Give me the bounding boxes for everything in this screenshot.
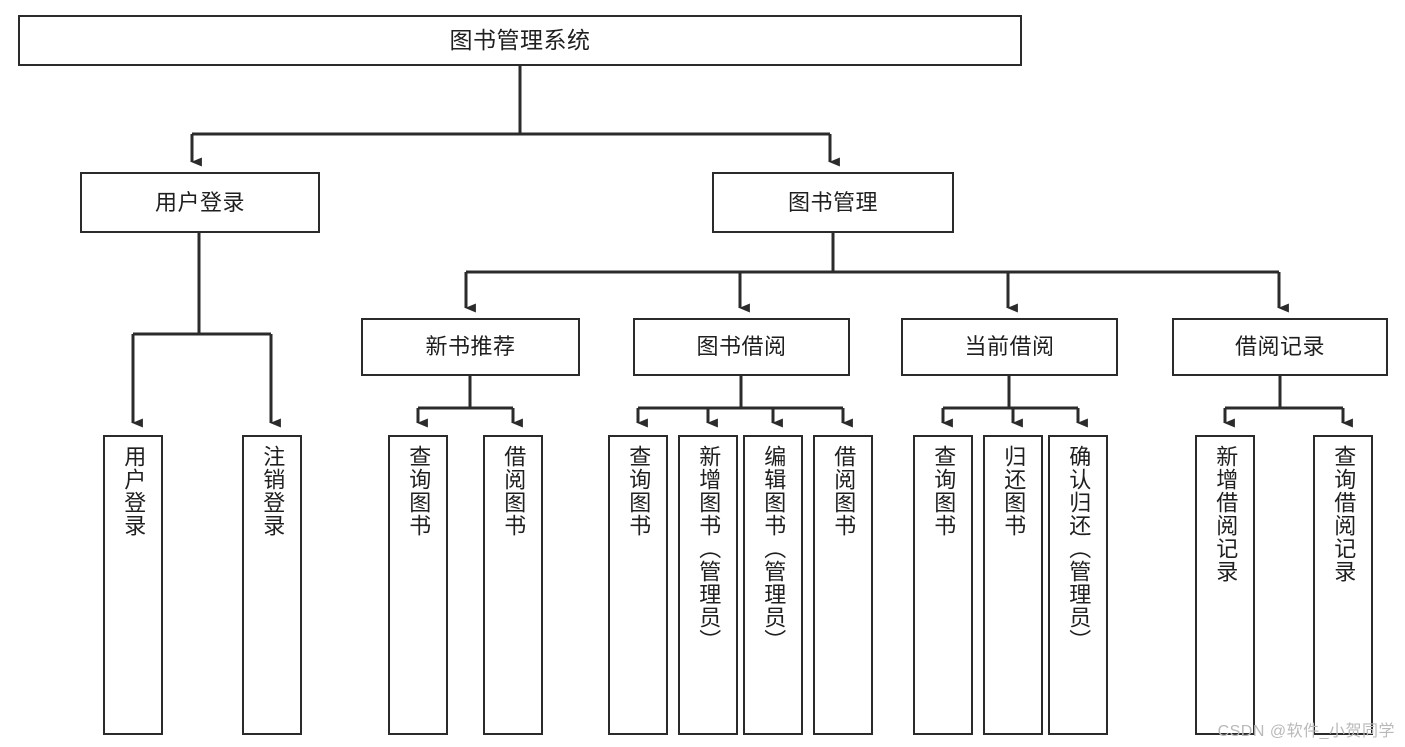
node-leaf-edit-book[interactable]: 编辑图书（管理员） [743, 435, 803, 735]
node-book-management-label: 图书管理 [787, 189, 878, 215]
node-leaf-add-book-label: 新增图书（管理员） [696, 445, 722, 652]
node-book-borrow-label: 图书借阅 [696, 334, 787, 360]
node-root-label: 图书管理系统 [449, 27, 591, 54]
node-leaf-query-record-label: 查询借阅记录 [1331, 445, 1357, 583]
node-user-login[interactable]: 用户登录 [80, 172, 320, 233]
node-leaf-borrow-book-2[interactable]: 借阅图书 [813, 435, 873, 735]
node-leaf-add-record[interactable]: 新增借阅记录 [1195, 435, 1255, 735]
node-leaf-user-login[interactable]: 用户登录 [103, 435, 163, 735]
node-leaf-return-book[interactable]: 归还图书 [983, 435, 1043, 735]
node-new-book-recommend[interactable]: 新书推荐 [361, 318, 580, 376]
node-current-borrow-label: 当前借阅 [964, 334, 1055, 360]
node-book-management[interactable]: 图书管理 [712, 172, 954, 233]
watermark: CSDN @软件_小贺同学 [1217, 723, 1395, 740]
node-leaf-logout-login[interactable]: 注销登录 [242, 435, 302, 735]
node-leaf-query-book-1-label: 查询图书 [406, 445, 432, 537]
node-leaf-query-book-2-label: 查询图书 [626, 445, 652, 537]
node-borrow-record-label: 借阅记录 [1234, 334, 1325, 360]
node-leaf-logout-login-label: 注销登录 [260, 445, 286, 537]
node-leaf-query-book-1[interactable]: 查询图书 [388, 435, 448, 735]
node-leaf-query-book-3[interactable]: 查询图书 [913, 435, 973, 735]
node-root[interactable]: 图书管理系统 [18, 15, 1022, 66]
node-leaf-borrow-book-2-label: 借阅图书 [831, 445, 857, 537]
node-new-book-recommend-label: 新书推荐 [425, 334, 516, 360]
node-current-borrow[interactable]: 当前借阅 [901, 318, 1118, 376]
node-leaf-confirm-return[interactable]: 确认归还（管理员） [1048, 435, 1108, 735]
node-leaf-borrow-book-1[interactable]: 借阅图书 [483, 435, 543, 735]
node-user-login-label: 用户登录 [154, 189, 245, 215]
node-leaf-borrow-book-1-label: 借阅图书 [501, 445, 527, 537]
node-leaf-query-book-3-label: 查询图书 [931, 445, 957, 537]
node-leaf-query-book-2[interactable]: 查询图书 [608, 435, 668, 735]
node-book-borrow[interactable]: 图书借阅 [633, 318, 850, 376]
node-leaf-edit-book-label: 编辑图书（管理员） [761, 445, 787, 652]
node-leaf-return-book-label: 归还图书 [1001, 445, 1027, 537]
node-leaf-confirm-return-label: 确认归还（管理员） [1066, 445, 1092, 652]
node-leaf-add-record-label: 新增借阅记录 [1213, 445, 1239, 583]
node-leaf-add-book[interactable]: 新增图书（管理员） [678, 435, 738, 735]
node-borrow-record[interactable]: 借阅记录 [1172, 318, 1388, 376]
node-leaf-user-login-label: 用户登录 [121, 445, 147, 537]
node-leaf-query-record[interactable]: 查询借阅记录 [1313, 435, 1373, 735]
